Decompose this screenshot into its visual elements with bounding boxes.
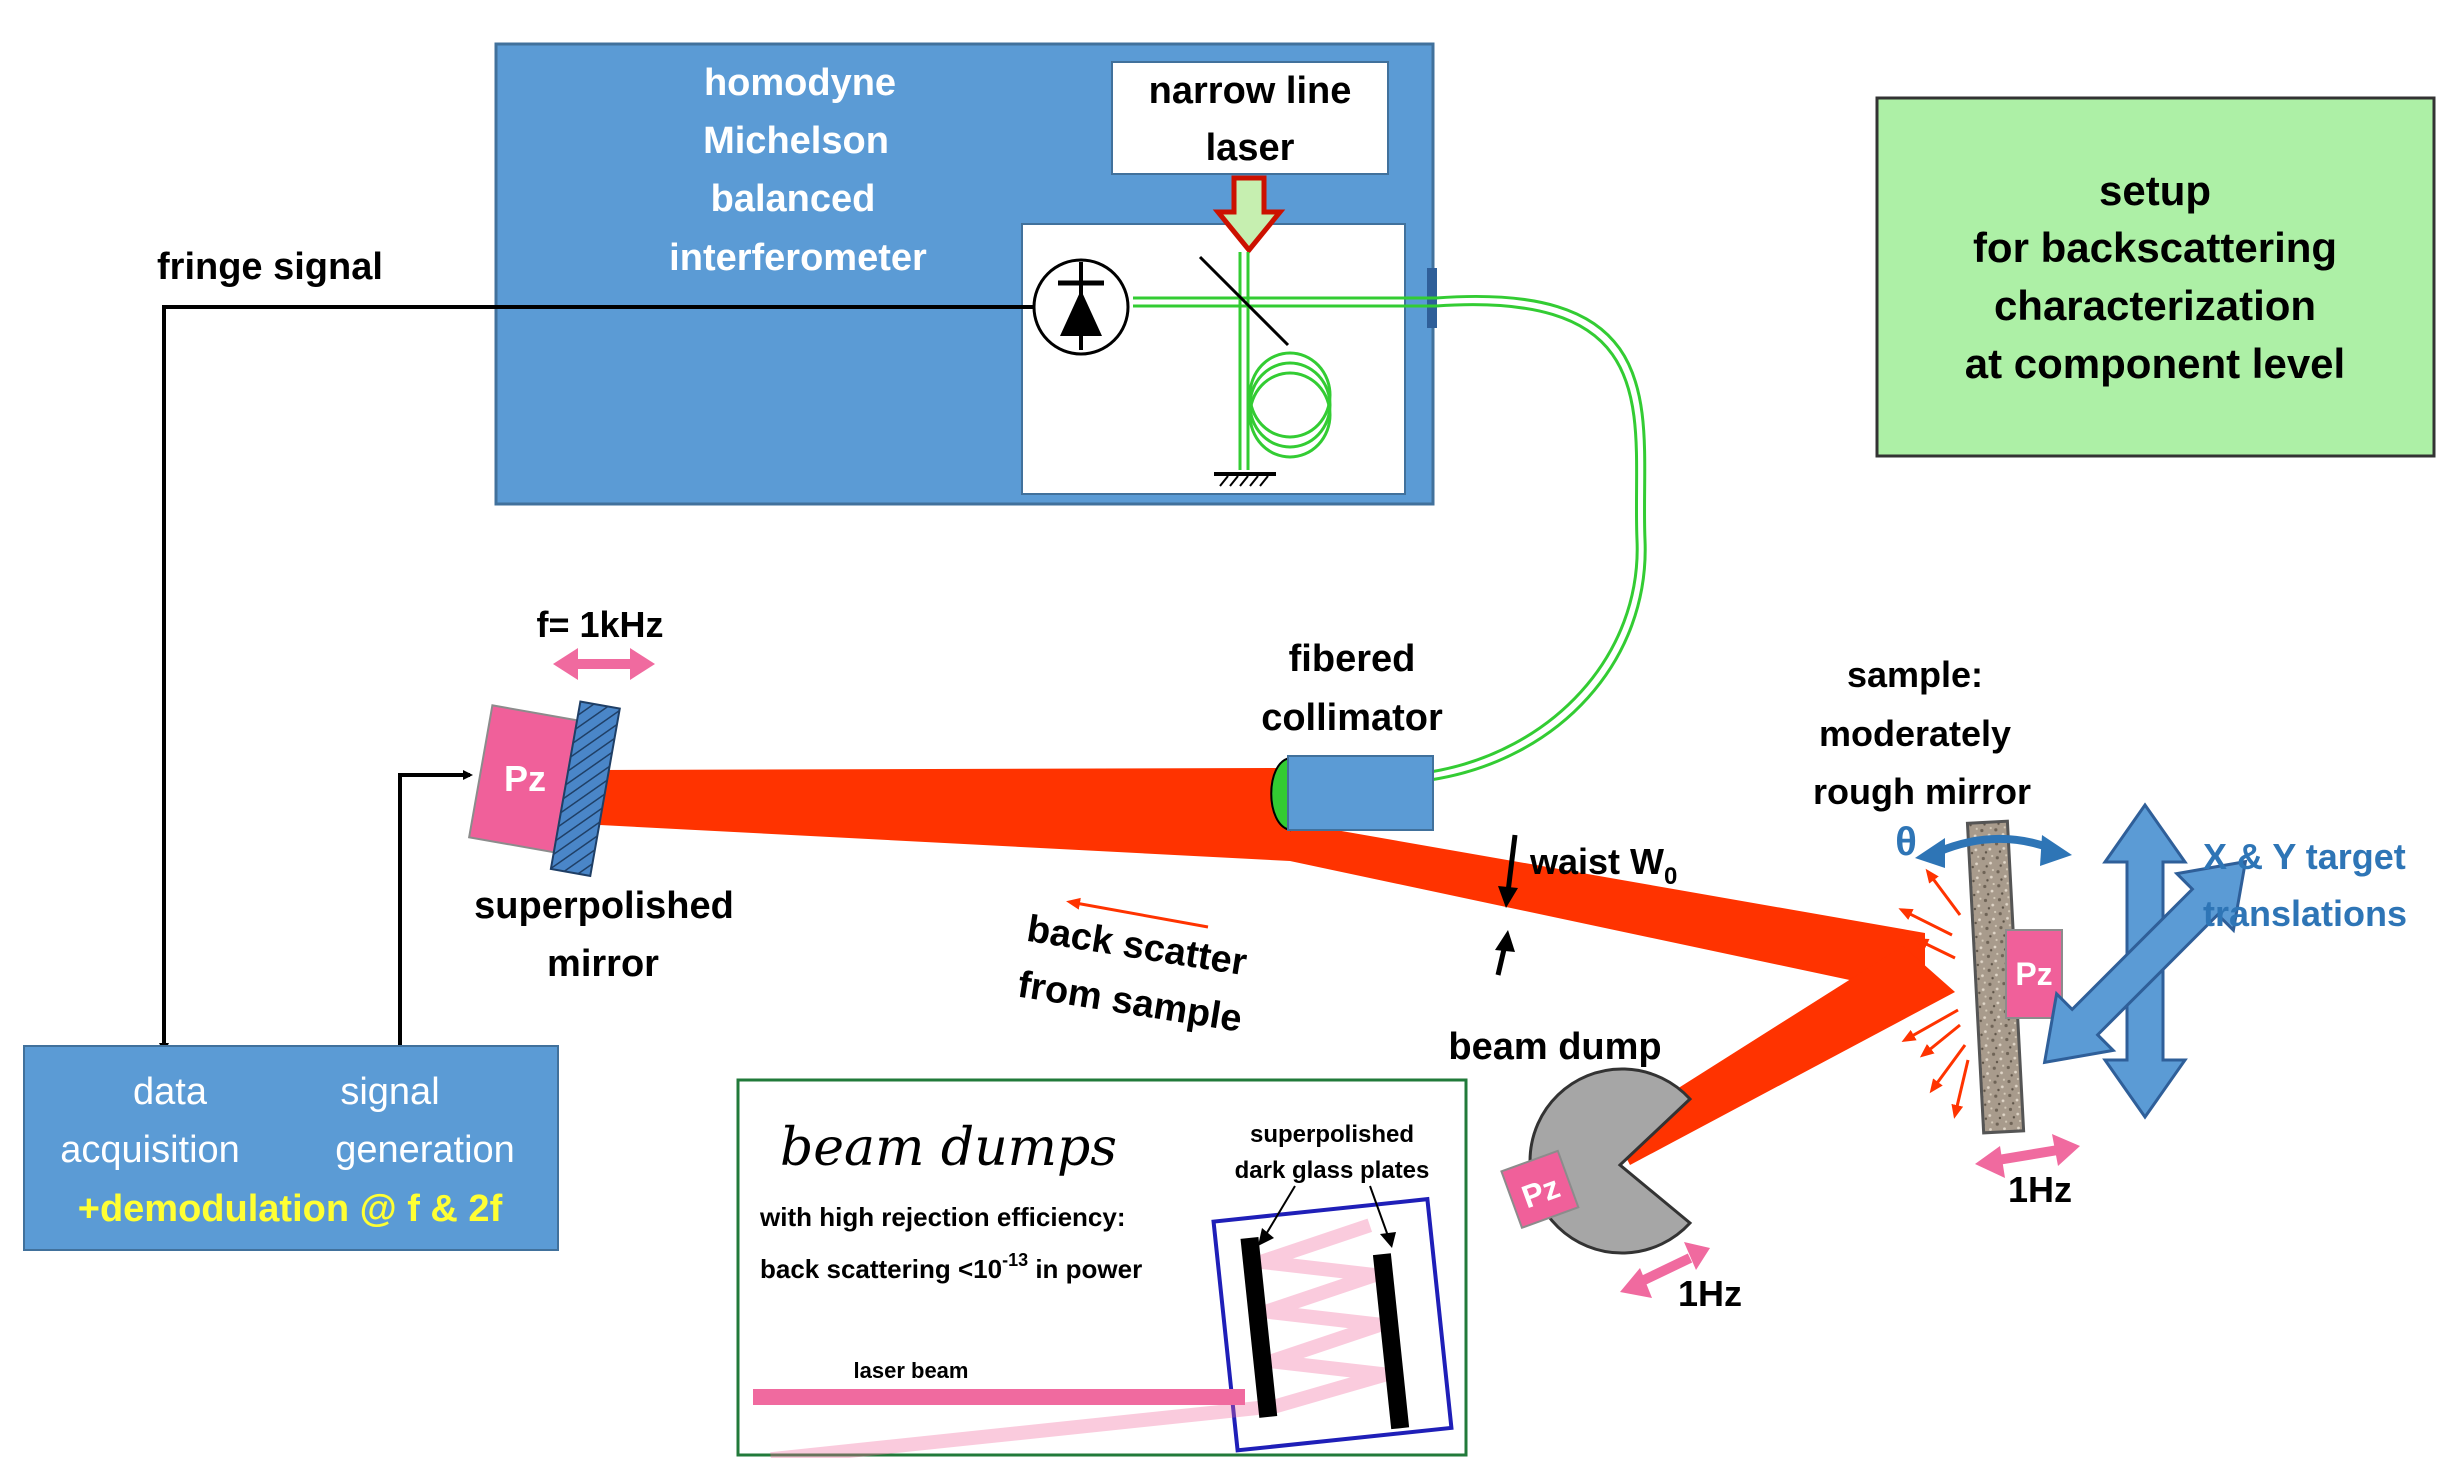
ground-mirror xyxy=(1214,472,1276,487)
reflected-beam xyxy=(1612,946,1955,1165)
dump-1hz-label: 1Hz xyxy=(1678,1273,1742,1314)
laser-box xyxy=(1111,61,1389,175)
plates-label-line2: dark glass plates xyxy=(1235,1157,1430,1184)
superpolished-label-line1: superpolished xyxy=(474,885,734,927)
plates-pointer-2 xyxy=(1369,1185,1389,1237)
waist-arrows xyxy=(1495,834,1518,976)
daq-box: data acquisition signal generation +demo… xyxy=(23,1045,559,1251)
setup-line2: for backscattering xyxy=(1973,224,2337,271)
daq-col2-line1: signal xyxy=(340,1071,439,1113)
fringe-signal-label: fringe signal xyxy=(157,246,383,288)
laser-beam-label: laser beam xyxy=(854,1358,969,1383)
superpolished-mirror xyxy=(549,700,621,878)
f-frequency-label: f= 1kHz xyxy=(536,604,663,645)
waist-label: waist W0 xyxy=(1529,841,1677,890)
plates-label-line1: superpolished xyxy=(1250,1121,1414,1148)
interferometer-title-line1: homodyne xyxy=(704,62,896,104)
dark-glass-plate-1 xyxy=(1240,1237,1278,1418)
inset-line2: back scattering <10-13 in power xyxy=(760,1250,1142,1284)
daq-col1-line2: acquisition xyxy=(60,1129,240,1171)
inset-line2-pre: back scattering <10 xyxy=(760,1254,1002,1284)
sample-assembly: Pz xyxy=(1965,819,2063,1135)
laser-beams xyxy=(600,768,1955,1165)
sample-label-line1: sample: xyxy=(1847,654,1983,695)
setup-box: setup for backscattering characterizatio… xyxy=(1875,96,2436,458)
plates-pointer-1 xyxy=(1264,1185,1296,1237)
laser-output-arrow xyxy=(1212,175,1286,254)
fibered-collimator xyxy=(1270,755,1434,832)
daq-demodulation: +demodulation @ f & 2f xyxy=(78,1188,503,1230)
interferometer-title-line3: balanced xyxy=(711,178,876,220)
pz-actuator-3 xyxy=(1500,1149,1580,1230)
beam-splitter xyxy=(1198,255,1290,347)
setup-line3: characterization xyxy=(1994,282,2316,329)
pz-label-2: Pz xyxy=(2015,956,2052,992)
interferometer-fiber xyxy=(1133,252,1436,470)
scatter-rays xyxy=(1898,868,1970,1119)
sample-1hz-arrow xyxy=(1975,1134,2080,1178)
beam-dumps-inset: beam dumps with high rejection efficienc… xyxy=(736,1078,1468,1458)
signal-generation-line xyxy=(398,770,473,1045)
inset-line2-post: in power xyxy=(1028,1254,1142,1284)
xy-translation-arrows xyxy=(2042,802,2248,1120)
inset-title: beam dumps xyxy=(780,1118,1117,1178)
laser-label-line1: narrow line xyxy=(1149,70,1352,112)
setup-line1: setup xyxy=(2099,167,2211,214)
sample-label-line3: rough mirror xyxy=(1813,771,2031,812)
setup-line4: at component level xyxy=(1965,340,2345,387)
theta-label: θ xyxy=(1895,820,1917,864)
backscatter-arrow xyxy=(1066,897,1209,929)
photodiode-icon xyxy=(1032,258,1130,356)
sample-label-line2: moderately xyxy=(1819,713,2011,754)
interferometer-title-line2: Michelson xyxy=(703,120,889,162)
fiber-cable xyxy=(1429,295,1647,782)
dump-1hz-arrow xyxy=(1620,1242,1710,1298)
beam-dump: Pz xyxy=(1500,1067,1693,1255)
theta-rotation-arrow xyxy=(1915,834,2072,868)
waist-text: waist W xyxy=(1529,841,1664,882)
laser-label-line2: laser xyxy=(1206,127,1295,169)
daq-col2-line2: generation xyxy=(335,1129,515,1171)
xy-label-line1: X & Y target xyxy=(2203,836,2406,877)
collimator-label-line1: fibered xyxy=(1289,638,1416,680)
inset-line1: with high rejection efficiency: xyxy=(759,1202,1126,1232)
superpolished-mirror-assembly: Pz xyxy=(467,700,621,878)
incident-beam xyxy=(600,768,1925,996)
daq-col1-line1: data xyxy=(133,1071,208,1113)
fringe-signal-line xyxy=(159,305,1034,1053)
sample-1hz-label: 1Hz xyxy=(2008,1169,2072,1210)
pz-actuator-2 xyxy=(2005,929,2063,1019)
interferometer-box: homodyne Michelson balanced interferomet… xyxy=(494,42,1437,506)
interferometer-title-line4: interferometer xyxy=(669,237,927,279)
inset-line2-exponent: -13 xyxy=(1002,1250,1028,1270)
f-modulation-arrow xyxy=(553,648,655,680)
pz-label-1: Pz xyxy=(504,758,546,799)
xy-label-line2: translations xyxy=(2203,893,2407,934)
superpolished-label-line2: mirror xyxy=(547,943,659,985)
collimator-label-line2: collimator xyxy=(1261,697,1443,739)
beam-dump-label: beam dump xyxy=(1448,1026,1661,1068)
dark-glass-plate-2 xyxy=(1372,1253,1410,1430)
waist-subscript: 0 xyxy=(1664,863,1677,890)
